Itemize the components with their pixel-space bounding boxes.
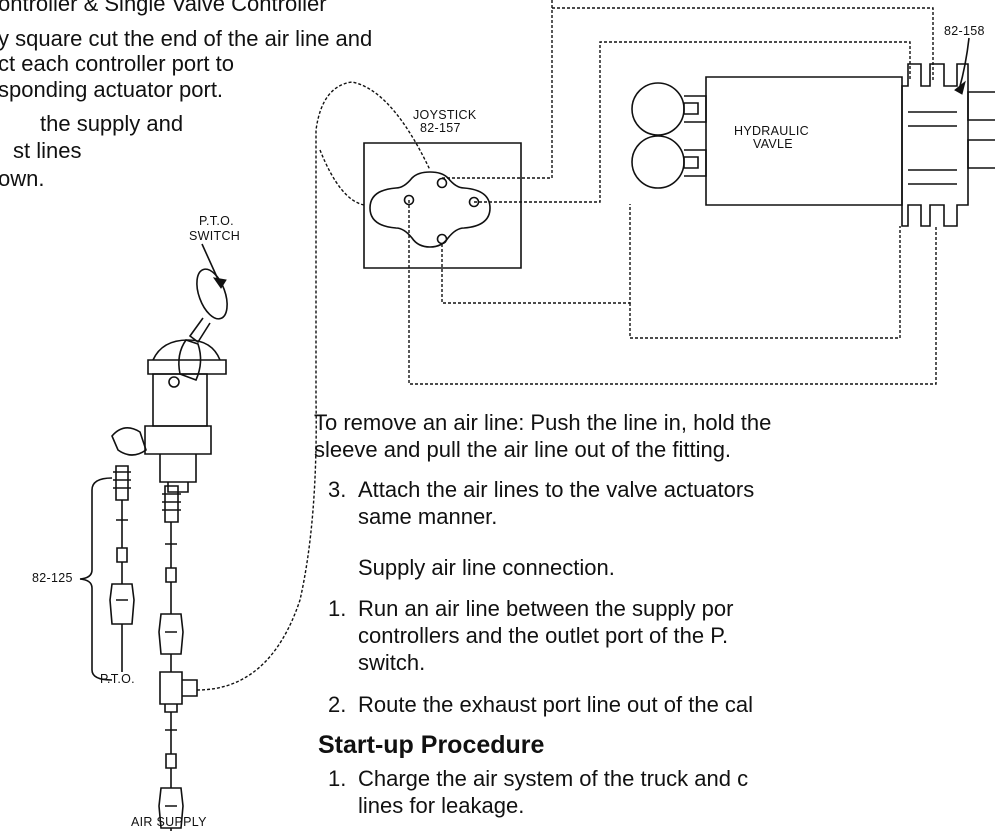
step-text: same manner. [358, 504, 498, 529]
hydraulic-valve-label: VAVLE [753, 137, 793, 151]
step-text-line: sponding actuator port. [0, 77, 224, 102]
step-text-line: the supply and [40, 111, 184, 136]
step-text-line: st lines [13, 138, 82, 163]
part-82-158-arrow [955, 82, 965, 94]
remove-instruction-line: To remove an air line: Push the line in,… [314, 410, 772, 435]
startup-heading: Start-up Procedure [318, 731, 545, 759]
step-number: 1. [328, 766, 347, 791]
pto-switch-label: SWITCH [189, 229, 241, 243]
pto-switch-drawing [112, 265, 233, 492]
part-number-label: 82-125 [32, 571, 73, 585]
pto-switch-arrow [214, 278, 226, 288]
pto-label: P.T.O. [100, 672, 135, 686]
step-number: 1. [328, 596, 347, 621]
pto-switch-label: P.T.O. [199, 214, 234, 228]
section-title: ontroller & Single Valve Controller [0, 0, 327, 16]
hydraulic-valve-label: HYDRAULIC [734, 124, 809, 138]
step-text-line: own. [0, 166, 45, 191]
step-text: Route the exhaust port line out of the c… [358, 692, 754, 717]
step-text: Charge the air system of the truck and c [358, 766, 749, 791]
step-text: lines for leakage. [358, 793, 525, 818]
step-text: Attach the air lines to the valve actuat… [358, 477, 755, 502]
supply-heading: Supply air line connection. [358, 555, 615, 580]
air-line-routing [197, 0, 936, 690]
joystick-label: JOYSTICK [413, 108, 477, 122]
step-text: Run an air line between the supply por [358, 596, 734, 621]
hydraulic-valve-drawing [632, 64, 995, 226]
joystick-part-label: 82-157 [420, 121, 461, 135]
step-text-line: y square cut the end of the air line and [0, 26, 373, 51]
step-text: controllers and the outlet port of the P… [358, 623, 729, 648]
step-text-line: ct each controller port to [0, 51, 235, 76]
supply-line-fittings [159, 486, 197, 828]
step-number: 2. [328, 692, 347, 717]
air-supply-label: AIR SUPPLY [131, 815, 207, 829]
step-text: switch. [358, 650, 426, 675]
remove-instruction-line: sleeve and pull the air line out of the … [314, 437, 732, 462]
step-number: 3. [328, 477, 347, 502]
part-brace [80, 478, 112, 680]
part-number-label: 82-158 [944, 24, 985, 38]
pto-line-fittings [110, 466, 134, 652]
